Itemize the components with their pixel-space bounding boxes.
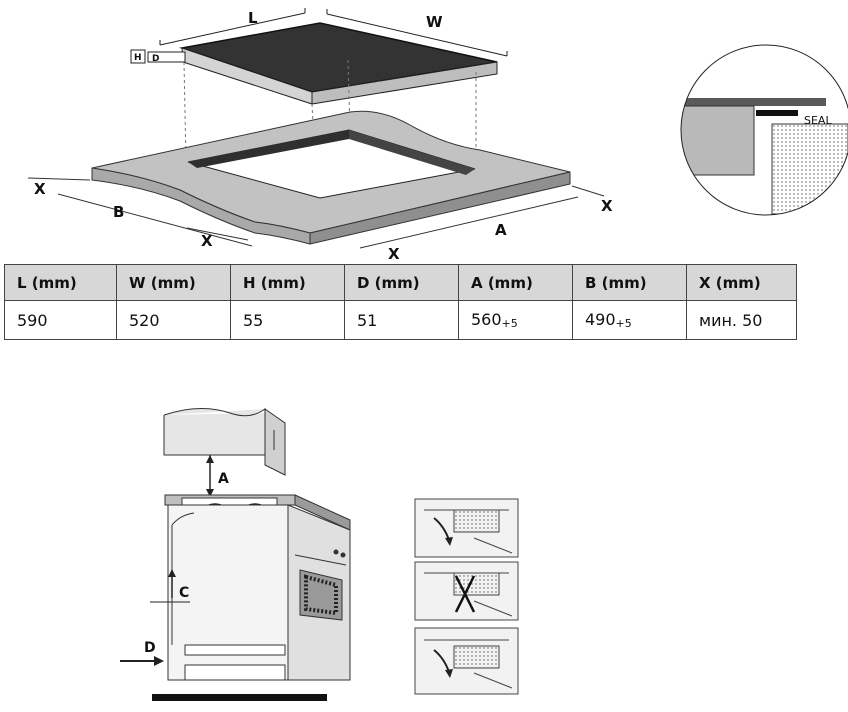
floor xyxy=(152,694,327,701)
label-H: H xyxy=(134,53,142,63)
ventilation-panels xyxy=(414,498,519,695)
label-B: B xyxy=(113,203,124,221)
value-H: 55 xyxy=(230,300,345,340)
vent-panel-wrong xyxy=(414,561,519,621)
label-X-right: X xyxy=(601,197,613,215)
oven-window xyxy=(299,569,343,621)
worktop-side xyxy=(309,171,571,245)
worktop-section-dotted xyxy=(771,123,848,215)
label-L: L xyxy=(248,9,258,27)
value-B: 490 xyxy=(585,310,616,329)
seal-detail-diagram: SEAL xyxy=(680,44,848,216)
value-W: 520 xyxy=(116,300,231,340)
seal-strip xyxy=(756,110,798,116)
header-A: A (mm) xyxy=(458,264,573,301)
table-row: 590 520 55 51 560+5 490+5 мин. 50 xyxy=(4,300,797,340)
value-L: 590 xyxy=(4,300,117,340)
label-W: W xyxy=(426,13,443,31)
label-A: A xyxy=(495,221,507,239)
cutout-inner-edge-right xyxy=(349,130,475,175)
worktop-section xyxy=(681,105,755,176)
cutout-inner-edge-back xyxy=(188,130,349,168)
label-D: D xyxy=(152,54,159,64)
value-X: мин. 50 xyxy=(686,300,797,340)
vent-panel-ok-2 xyxy=(414,627,519,695)
value-A: 560 xyxy=(471,310,502,329)
value-B-cell: 490+5 xyxy=(572,300,687,340)
header-D: D (mm) xyxy=(344,264,459,301)
header-H: H (mm) xyxy=(230,264,345,301)
header-B: B (mm) xyxy=(572,264,687,301)
value-A-cell: 560+5 xyxy=(458,300,573,340)
label-D-bottom: D xyxy=(144,640,156,656)
hob-cutout-diagram: L W H D X B X X A X xyxy=(27,8,613,262)
tolerance-A: +5 xyxy=(501,317,518,330)
label-A-bottom: A xyxy=(218,471,229,487)
label-X-left: X xyxy=(34,180,46,198)
label-X-front-right: X xyxy=(388,245,400,262)
installation-diagram: A B E C D xyxy=(120,407,351,701)
header-L: L (mm) xyxy=(4,264,117,301)
value-D: 51 xyxy=(344,300,459,340)
seal-label: SEAL xyxy=(804,114,832,127)
label-X-front-left: X xyxy=(201,232,213,250)
vent-panel-ok-1 xyxy=(414,498,519,558)
header-X: X (mm) xyxy=(686,264,797,301)
tolerance-B: +5 xyxy=(615,317,632,330)
hob-frame-right xyxy=(311,61,498,105)
dimensions-table: L (mm) W (mm) H (mm) D (mm) A (mm) B (mm… xyxy=(4,264,797,340)
label-C-bottom: C xyxy=(179,585,189,601)
hob-frame-section xyxy=(681,98,826,106)
header-W: W (mm) xyxy=(116,264,231,301)
table-header-row: L (mm) W (mm) H (mm) D (mm) A (mm) B (mm… xyxy=(4,264,797,301)
